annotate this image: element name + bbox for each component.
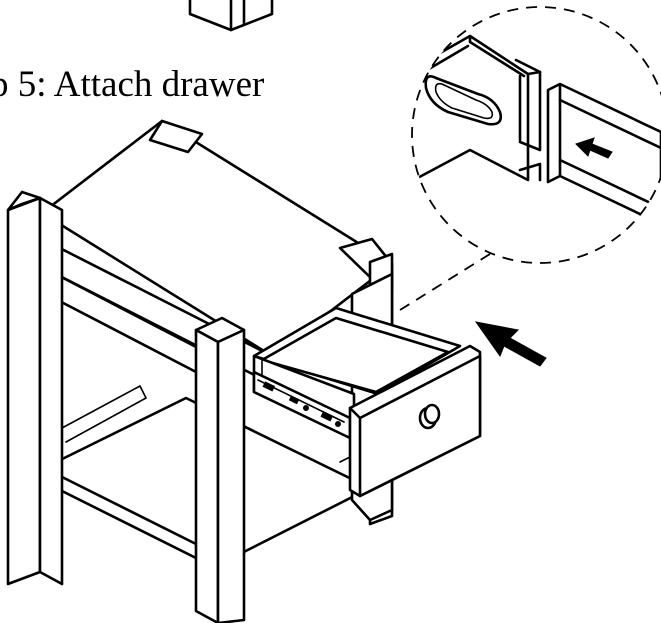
callout-leader [399, 253, 491, 311]
previous-step-fragment [188, 0, 274, 32]
knob-icon [418, 403, 441, 430]
detail-callout [411, 6, 661, 264]
direction-arrow-icon [575, 137, 613, 159]
push-arrow-icon [474, 321, 547, 367]
step-title: p 5: Attach drawer [0, 64, 265, 105]
drawer [252, 306, 482, 498]
rail-slot-icon [424, 75, 503, 126]
